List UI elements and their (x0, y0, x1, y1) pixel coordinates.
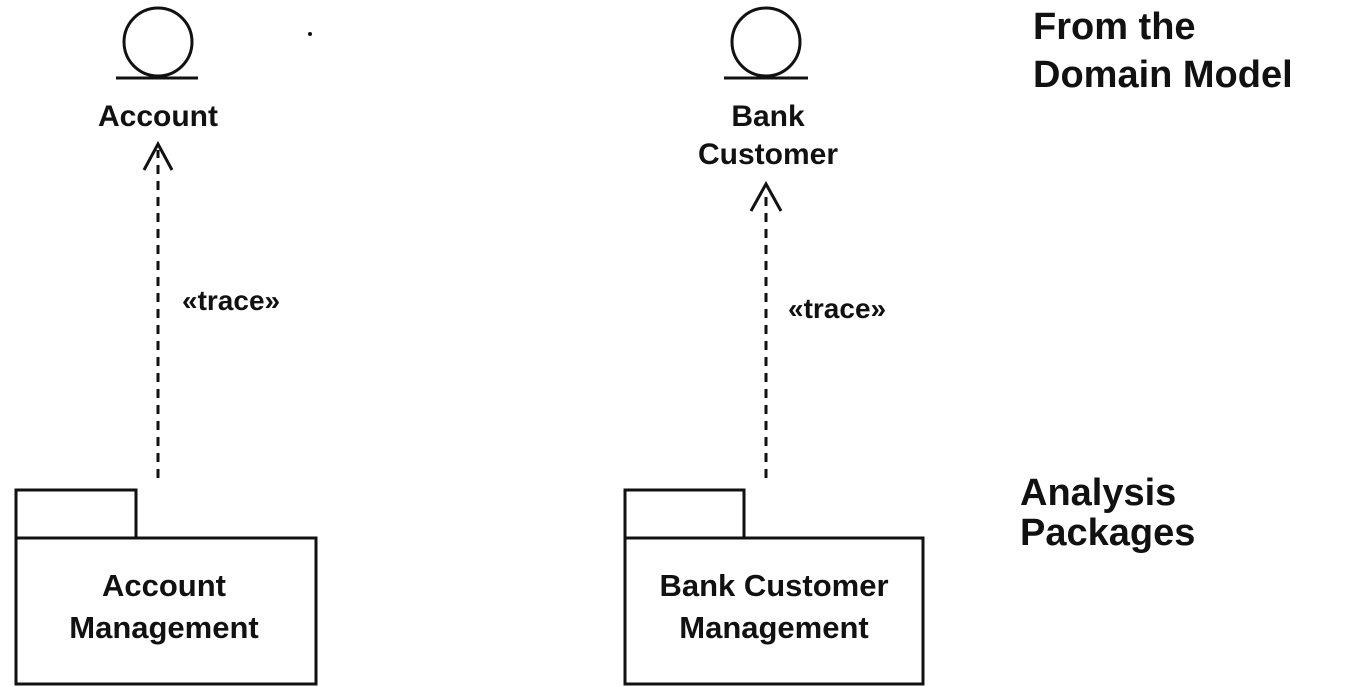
package-body (14, 536, 318, 686)
entity-account: Account (98, 6, 218, 133)
package-tab (14, 488, 138, 538)
package-account-management: Account Management (14, 488, 318, 686)
open-arrowhead (142, 140, 174, 171)
caption-line: Packages (1020, 512, 1195, 554)
caption-line: From the (1033, 6, 1196, 48)
caption-line: Domain Model (1033, 54, 1293, 96)
entity-name: Customer (698, 138, 838, 171)
stereotype-label: «trace» (182, 285, 280, 316)
trace-dependency-account: «trace» (142, 140, 280, 478)
domain-model-caption: From the Domain Model (1033, 6, 1293, 96)
package-bank-customer-management: Bank Customer Management (623, 488, 925, 686)
stereotype-label: «trace» (788, 293, 886, 324)
package-tab (623, 488, 746, 538)
entity-name: Bank (731, 100, 805, 133)
entity-name: Account (98, 100, 218, 133)
package-name: Bank Customer (659, 568, 888, 603)
trace-dependency-bank-customer: «trace» (749, 180, 886, 478)
package-name: Management (679, 610, 868, 645)
caption-line: Analysis (1020, 472, 1176, 514)
analysis-packages-caption: Analysis Packages (1020, 472, 1195, 554)
package-name: Account (102, 568, 226, 603)
entity-icon (724, 6, 808, 80)
entity-bank-customer: Bank Customer (698, 6, 838, 171)
stray-dot (308, 32, 312, 36)
open-arrowhead (749, 180, 783, 212)
package-name: Management (69, 610, 258, 645)
package-body (623, 536, 925, 686)
entity-icon (116, 6, 198, 80)
